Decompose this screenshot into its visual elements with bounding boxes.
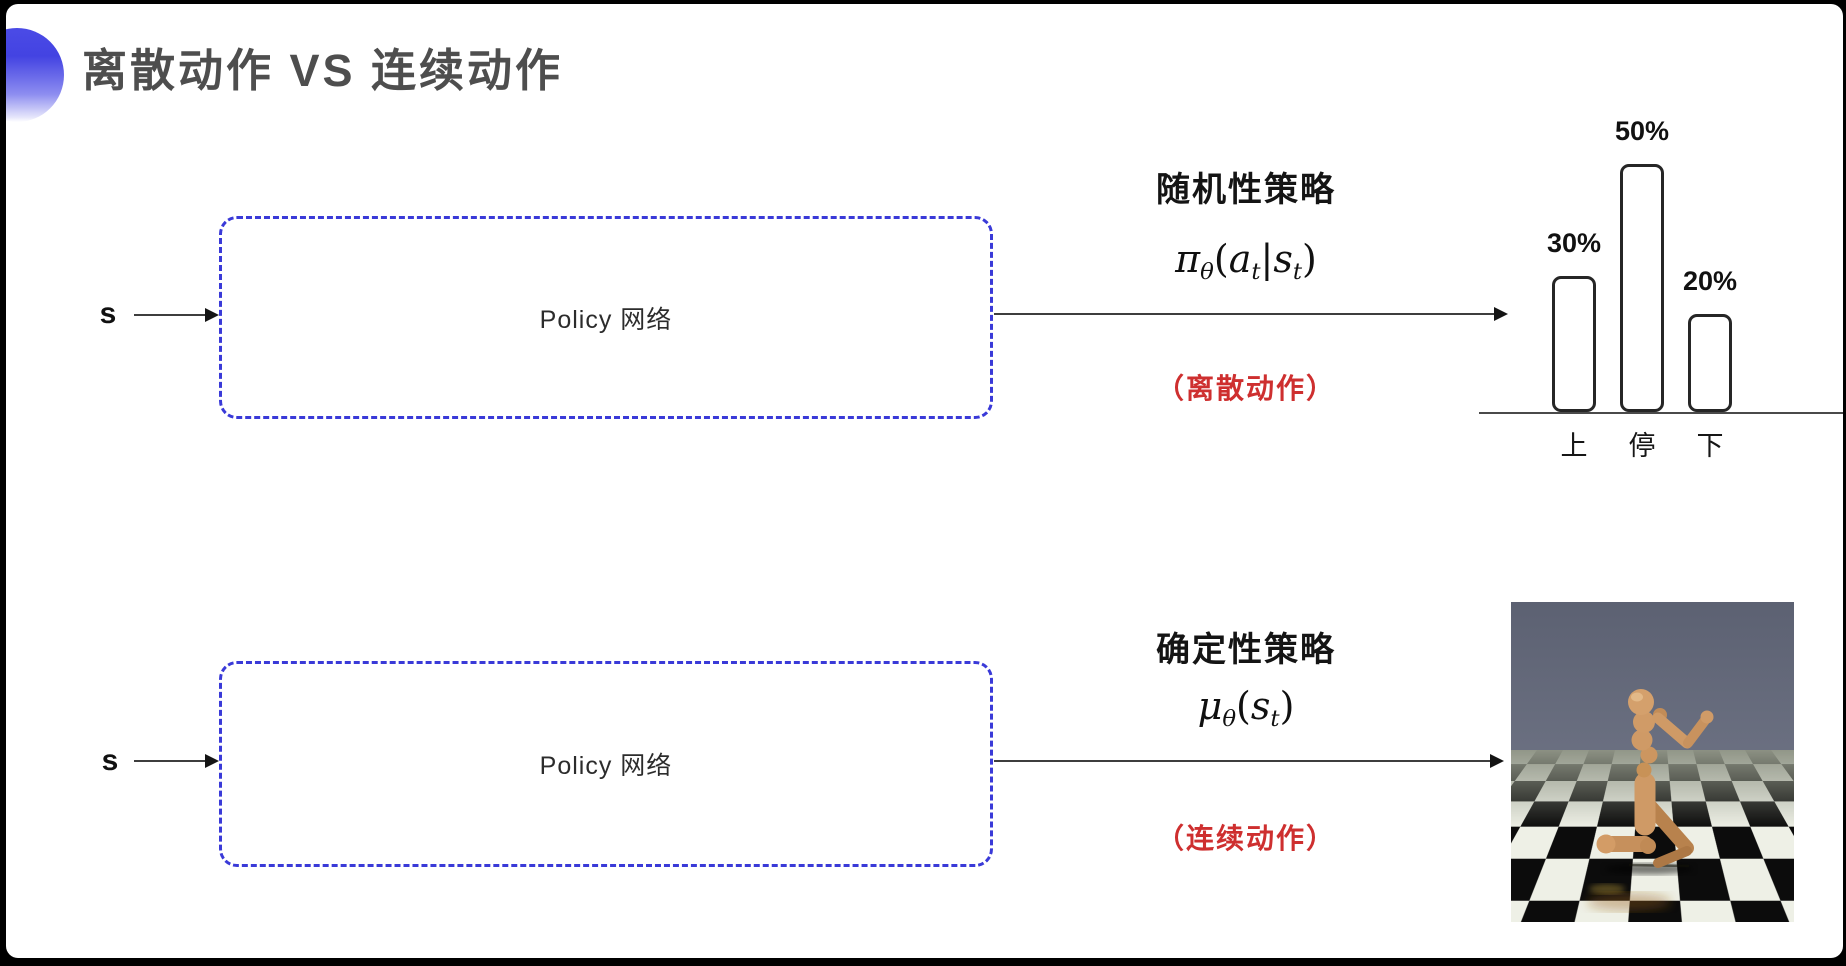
stochastic-policy-formula: πθ(at|st) — [1046, 237, 1446, 285]
state-input-label-top: s — [99, 297, 117, 330]
discrete-action-note: （离散动作） — [1155, 373, 1336, 404]
output-arrow-top — [994, 306, 1508, 321]
formula-state-sub: t — [1270, 705, 1280, 732]
category-label-down: 下 — [1696, 431, 1724, 461]
bar-value-down: 20% — [1682, 266, 1738, 296]
state-arrow-top — [134, 307, 219, 322]
chart-baseline — [1479, 412, 1843, 414]
formula-action-var: a — [1228, 237, 1252, 281]
humanoid-robot-image — [1511, 602, 1794, 922]
formula-action-sub: t — [1251, 258, 1261, 285]
formula-state-var: s — [1273, 237, 1293, 281]
stochastic-policy-label: 随机性策略 — [1156, 171, 1336, 209]
formula-open-paren: ( — [1236, 684, 1251, 728]
bar-group-up: 30% — [1534, 228, 1614, 412]
bar-group-stop: 50% — [1602, 116, 1682, 412]
bar-up — [1552, 276, 1596, 412]
slide: 离散动作 VS 连续动作 s Policy 网络 随机性策略 πθ(at|st)… — [6, 4, 1843, 958]
deterministic-policy-formula: μθ(st) — [1046, 684, 1446, 732]
bar-down — [1688, 314, 1732, 412]
policy-network-box-top: Policy 网络 — [219, 216, 993, 419]
formula-symbol-sub: θ — [1200, 258, 1214, 285]
formula-state-sub: t — [1292, 258, 1303, 285]
category-label-up: 上 — [1560, 431, 1588, 461]
page-title: 离散动作 VS 连续动作 — [82, 45, 564, 96]
continuous-action-note: （连续动作） — [1155, 823, 1336, 854]
bar-stop — [1620, 164, 1664, 412]
output-arrow-bottom — [994, 753, 1504, 768]
state-input-label-bottom: s — [101, 744, 119, 777]
formula-symbol-sub: θ — [1222, 705, 1237, 732]
bar-value-up: 30% — [1546, 228, 1602, 258]
policy-network-label-bottom: Policy 网络 — [539, 752, 673, 780]
category-label-stop: 停 — [1628, 431, 1656, 461]
state-arrow-bottom — [134, 753, 219, 768]
formula-close-paren: ) — [1302, 237, 1317, 281]
deterministic-policy-label: 确定性策略 — [1156, 631, 1336, 669]
humanoid-figure — [1587, 689, 1714, 911]
formula-close-paren: ) — [1279, 684, 1295, 728]
formula-given-bar: | — [1260, 237, 1274, 281]
formula-symbol: μ — [1197, 684, 1223, 728]
policy-network-label-top: Policy 网络 — [539, 305, 673, 334]
title-bullet-circle-icon — [6, 28, 64, 122]
policy-network-box-bottom: Policy 网络 — [219, 661, 993, 867]
formula-open-paren: ( — [1213, 237, 1229, 281]
action-probability-bar-chart: 30% 50% 20% 上 停 下 — [1479, 102, 1843, 462]
bar-value-stop: 50% — [1614, 116, 1670, 146]
formula-symbol: π — [1175, 237, 1201, 281]
formula-state-var: s — [1250, 684, 1271, 728]
bar-group-down: 20% — [1670, 266, 1750, 412]
